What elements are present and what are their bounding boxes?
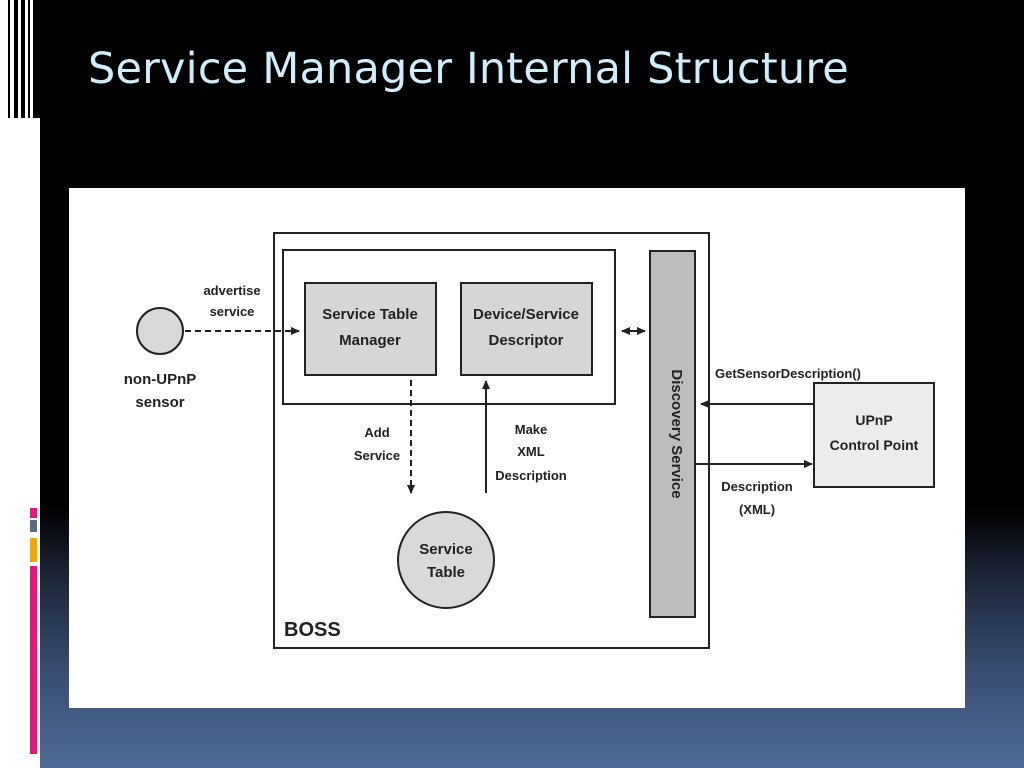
accent-pink-small [30,508,37,518]
service-table-manager-box [304,282,437,376]
discovery-service-box [649,250,696,618]
advertise-label-2: service [210,304,255,319]
device-service-descriptor-label-2: Descriptor [488,332,563,349]
upnp-control-point-label-2: Control Point [830,437,919,453]
architecture-diagram: BOSS Service Table Manager Device/Servic… [124,232,935,649]
boss-label: BOSS [284,619,341,641]
slide-title: Service Manager Internal Structure [88,44,849,94]
accent-gray [30,520,37,532]
left-decor-strip [0,0,40,768]
service-table-label-1: Service [419,541,472,558]
service-table-manager-label-1: Service Table [322,306,418,323]
make-xml-label-3: Description [495,468,567,483]
sensor-label-1: non-UPnP [124,371,197,388]
device-service-descriptor-label-1: Device/Service [473,306,579,323]
make-xml-label-2: XML [517,444,545,459]
accent-pink-long [30,566,37,754]
discovery-service-label: Discovery Service [668,369,685,498]
add-service-label-1: Add [364,425,389,440]
description-label-1: Description [721,479,793,494]
get-description-label: GetSensorDescription() [715,366,861,381]
advertise-label-1: advertise [203,283,260,298]
make-xml-label-1: Make [515,422,548,437]
diagram-panel: BOSS Service Table Manager Device/Servic… [69,188,965,708]
add-service-label-2: Service [354,448,400,463]
service-table-label-2: Table [427,564,465,581]
sensor-label-2: sensor [135,394,184,411]
upnp-control-point-label-1: UPnP [855,412,892,428]
service-table-manager-label-2: Manager [339,332,401,349]
sensor-node [136,307,184,355]
accent-yellow [30,538,37,562]
description-label-2: (XML) [739,502,775,517]
upnp-control-point-box [813,382,935,488]
device-service-descriptor-box [460,282,593,376]
service-table-node [397,511,495,609]
